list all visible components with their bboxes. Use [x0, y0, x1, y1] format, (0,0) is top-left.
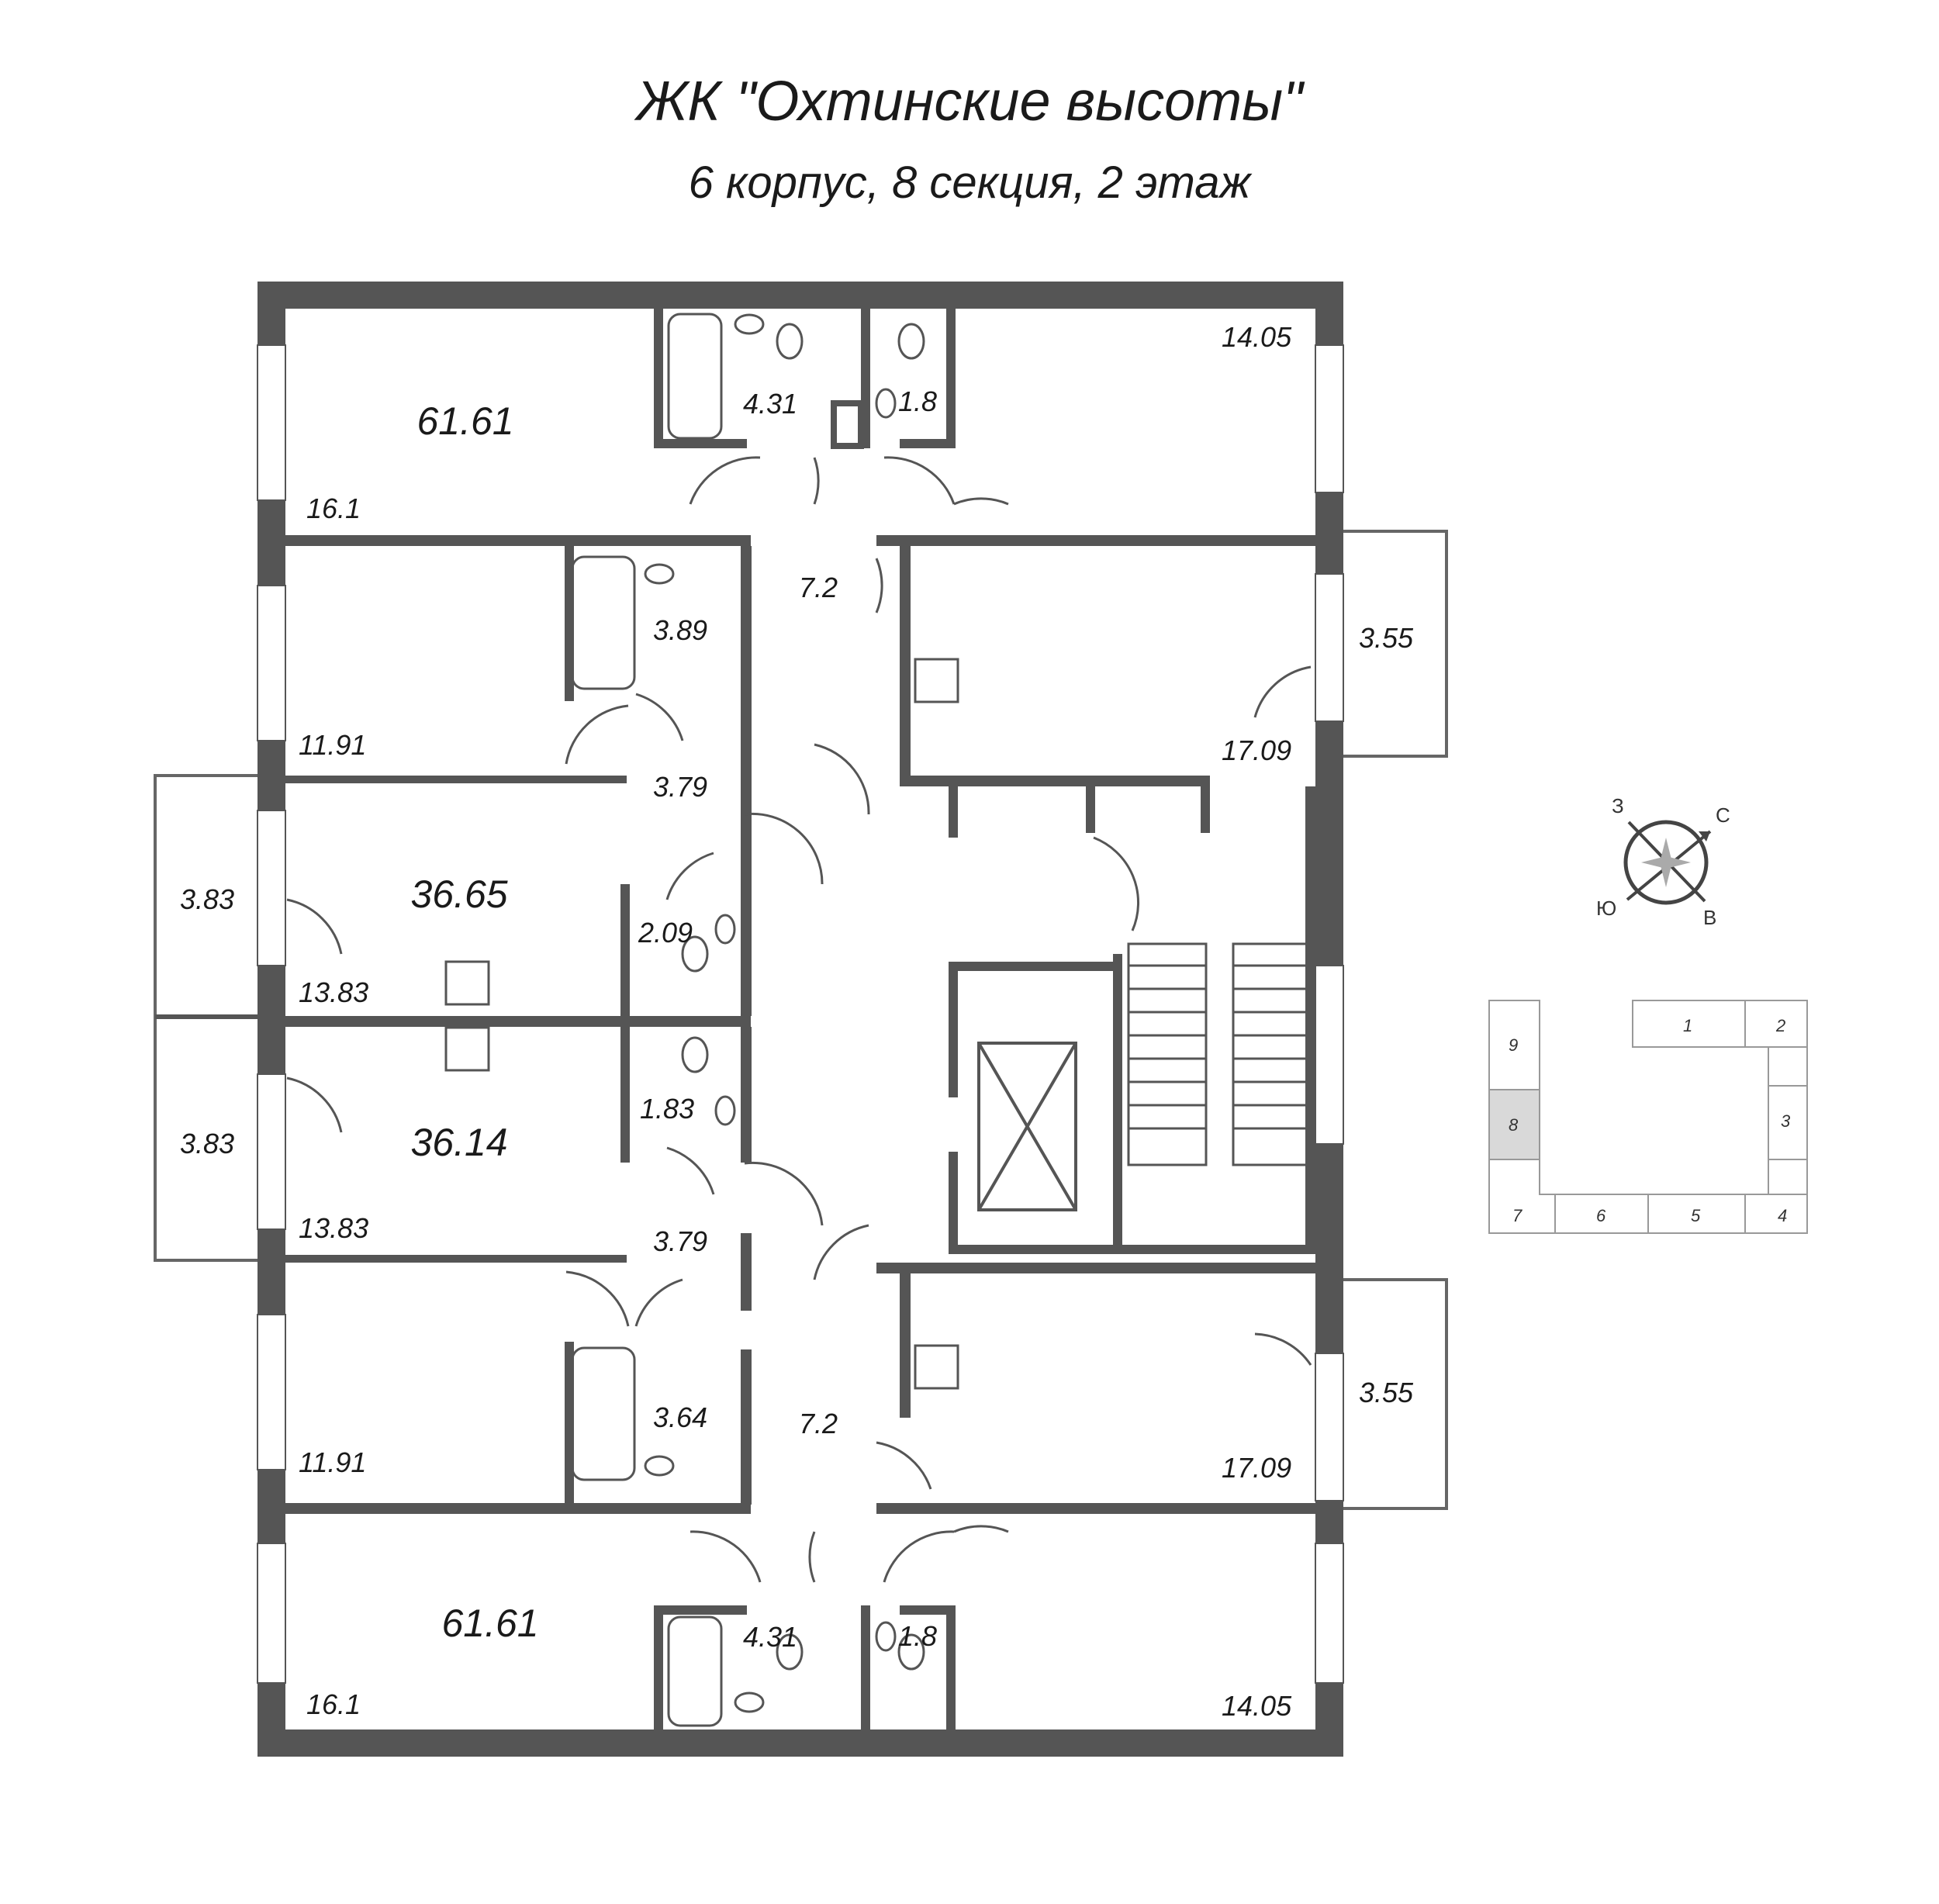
labels-top: 61.61 16.1 4.31 1.8 7.2 14.05 17.09 3.55… [299, 321, 1414, 803]
total-area-top: 61.61 [416, 399, 513, 443]
section-key [1488, 1000, 1808, 1234]
room-area-bottom: 16.1 [306, 1688, 361, 1720]
section-label-2: 2 [1775, 1016, 1785, 1035]
room3-area-bottom: 11.91 [299, 1446, 366, 1478]
bathtubs [571, 313, 723, 1727]
corridor-area-mid-lower: 3.79 [653, 1225, 707, 1257]
room2-area-bottom: 14.05 [1222, 1690, 1292, 1722]
bath2-area-top: 3.89 [653, 614, 707, 646]
labels-bottom: 61.61 16.1 4.31 1.8 7.2 14.05 17.09 3.55… [299, 1377, 1414, 1722]
corridor-area-top: 3.79 [653, 771, 707, 803]
north-arrow-icon [1699, 831, 1710, 841]
balcony-area-mid-lower: 3.83 [180, 1128, 234, 1159]
balcony-divider [155, 1014, 271, 1019]
total-area-mid-lower: 36.14 [410, 1121, 507, 1164]
bath-area-mid-upper: 2.09 [638, 917, 693, 949]
toilets [644, 313, 925, 1713]
section-label-5: 5 [1691, 1206, 1701, 1225]
total-area-bottom: 61.61 [441, 1602, 538, 1645]
section-label-6: 6 [1596, 1206, 1606, 1225]
stairs [1127, 942, 1312, 1166]
bath-area-bottom: 4.31 [743, 1621, 797, 1653]
bath-area-mid-lower: 1.83 [640, 1093, 694, 1125]
wc-area-top: 1.8 [898, 385, 937, 417]
elevator [977, 1042, 1077, 1211]
compass-south: Ю [1596, 897, 1616, 920]
section-label-7: 7 [1512, 1206, 1523, 1225]
bath2-area-bottom: 3.64 [653, 1401, 707, 1433]
section-label-3: 3 [1781, 1111, 1791, 1131]
stoves [444, 658, 959, 1390]
section-label-1: 1 [1683, 1016, 1692, 1035]
balcony-area-bottom: 3.55 [1359, 1377, 1414, 1408]
room-area-top: 16.1 [306, 492, 361, 524]
doors [286, 456, 1312, 1583]
complex-title: ЖК "Охтинские высоты" [634, 71, 1305, 133]
hall-area-top: 7.2 [799, 572, 838, 603]
room-area-mid-upper: 13.83 [299, 976, 368, 1008]
section-key-labels: 1 2 3 4 5 6 7 8 9 [1509, 1016, 1791, 1225]
wc-area-bottom: 1.8 [898, 1620, 937, 1652]
section-label-9: 9 [1509, 1035, 1518, 1055]
room-area-mid-lower: 13.83 [299, 1212, 368, 1244]
hall-area-bottom: 7.2 [799, 1408, 838, 1439]
kitchen-area-bottom: 17.09 [1222, 1452, 1291, 1484]
outer-walls [257, 282, 1343, 1757]
section-label-4: 4 [1778, 1206, 1787, 1225]
compass: З С Ю В [1596, 794, 1730, 929]
bath-area-top: 4.31 [743, 388, 797, 420]
room2-area-top: 14.05 [1222, 321, 1292, 353]
section-label-8: 8 [1509, 1115, 1519, 1135]
room3-area-top: 11.91 [299, 729, 366, 761]
interior-walls [285, 309, 1316, 1729]
balcony-area-top: 3.55 [1359, 622, 1414, 654]
compass-circle [1623, 820, 1709, 905]
compass-north: С [1716, 803, 1730, 827]
labels-middle-lower: 36.14 3.83 13.83 1.83 3.79 [180, 1093, 707, 1257]
labels-middle-upper: 36.65 3.83 13.83 2.09 [180, 873, 693, 1008]
total-area-mid-upper: 36.65 [410, 873, 507, 916]
kitchen-area-top: 17.09 [1222, 734, 1291, 766]
windows [257, 344, 1344, 1684]
compass-east: В [1703, 906, 1716, 929]
floor-subtitle: 6 корпус, 8 секция, 2 этаж [689, 157, 1253, 208]
compass-west: З [1612, 794, 1624, 817]
balcony-area-mid-upper: 3.83 [180, 883, 234, 915]
